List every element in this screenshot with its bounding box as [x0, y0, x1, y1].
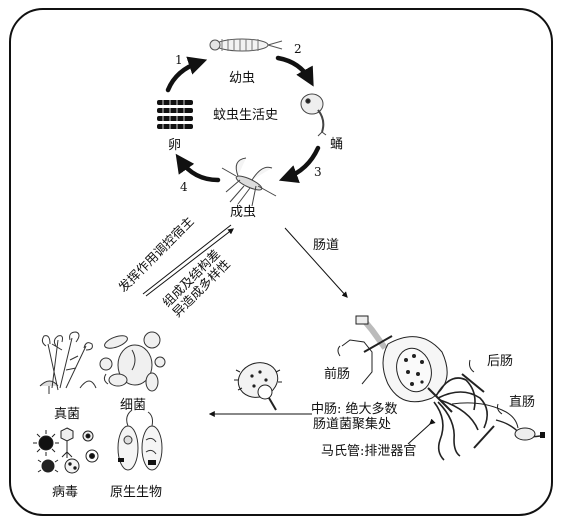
stage-label-egg: 卵: [168, 138, 182, 153]
lifecycle-arrows: [165, 55, 321, 184]
larva-icon: [209, 38, 283, 52]
protist-icon: [117, 409, 163, 471]
hindgut-label: 后肠: [487, 354, 514, 369]
pupa-icon: [300, 93, 327, 137]
microbe-label-protist: 原生生物: [110, 485, 163, 500]
arrow-larva-to-pupa: [275, 55, 314, 87]
arrow-egg-to-larva: [165, 56, 208, 93]
microbe-label-bacteria: 细菌: [120, 398, 147, 413]
microbe-label-fungi: 真菌: [54, 407, 81, 422]
eggs-icon: [157, 100, 193, 129]
arrow-pupa-to-adult: [278, 145, 321, 184]
stage-label-pupa: 蛹: [330, 137, 344, 152]
virus-icon: [33, 427, 99, 474]
microbe-label-virus: 病毒: [52, 485, 79, 500]
bacteria-icon: [99, 331, 166, 392]
stage-label-adult: 成虫: [230, 205, 257, 220]
arrow-adult-to-egg: [175, 153, 221, 183]
gut-label: 肠道: [313, 238, 340, 253]
step-number-2: 2: [294, 42, 302, 56]
arrow-to-microbes-regulate: [142, 224, 232, 295]
malpighian-label: 马氏管:排泄器官: [321, 444, 417, 459]
foregut-label: 前肠: [324, 367, 351, 382]
rectum-label: 直肠: [509, 395, 536, 410]
step-number-1: 1: [175, 53, 183, 67]
foregut-bracket: [341, 339, 373, 385]
diagram-frame: [9, 8, 553, 516]
midgut-label-line1: 中肠: 绝大多数: [311, 402, 398, 417]
step-number-3: 3: [314, 165, 322, 179]
midgut-label-line2: 肠道菌聚集处: [313, 417, 392, 432]
fungi-icon: [39, 331, 97, 394]
step-number-4: 4: [180, 180, 188, 194]
adult-mosquito-icon: [221, 157, 277, 207]
gut-illustration: [337, 315, 545, 461]
lifecycle-center-title: 蚊虫生活史: [213, 108, 279, 123]
arrow-composition-to-host: [145, 228, 234, 297]
hindgut-tube: [451, 402, 519, 429]
arrow-to-gut: [284, 227, 348, 298]
magnified-bacteria-icon: [234, 362, 282, 411]
stage-label-larva: 幼虫: [229, 71, 256, 86]
malpighian-tubules: [433, 377, 488, 461]
